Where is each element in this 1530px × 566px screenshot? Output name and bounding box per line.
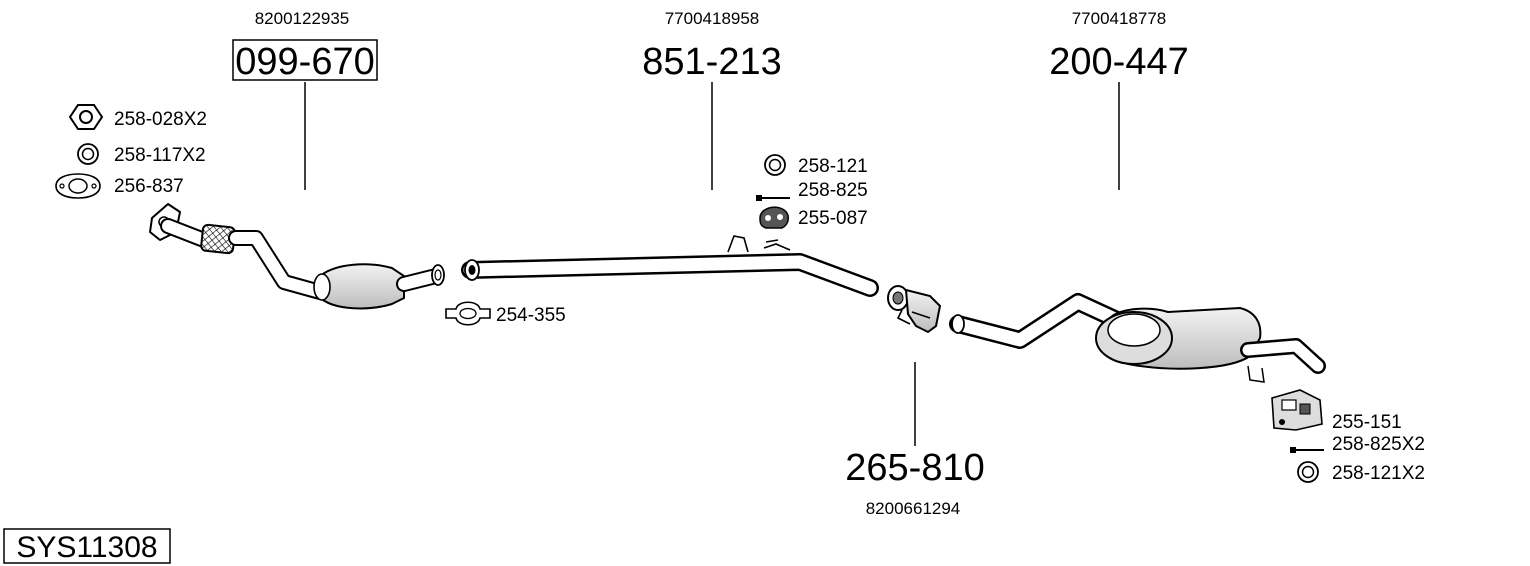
rear-silencer bbox=[949, 293, 1326, 383]
accessory-code: 258-121X2 bbox=[1332, 463, 1425, 484]
accessory-code: 255-087 bbox=[798, 208, 868, 229]
accessory-code: 258-121 bbox=[798, 156, 868, 177]
bolt-icon bbox=[1290, 447, 1324, 453]
pipe-clamp-icon bbox=[445, 301, 491, 326]
hanger-bracket bbox=[727, 235, 749, 253]
part-number-rear: 200-447 bbox=[1049, 41, 1188, 83]
assembly-front-label: 8200122935 099-670 bbox=[232, 9, 378, 190]
clamp-accessory: 254-355 bbox=[445, 301, 566, 326]
ring-gasket-icon bbox=[1297, 461, 1319, 483]
catalytic-converter bbox=[313, 263, 405, 310]
accessory-code: 258-825 bbox=[798, 180, 868, 201]
middle-accessories: 258-121 258-825 255-087 bbox=[756, 154, 868, 229]
part-number-box bbox=[232, 39, 378, 81]
accessory-code: 258-028X2 bbox=[114, 109, 207, 130]
oem-number-connector: 8200661294 bbox=[866, 499, 961, 518]
system-code: SYS11308 bbox=[16, 531, 157, 564]
accessory-code: 255-151 bbox=[1332, 412, 1402, 433]
ring-gasket-icon bbox=[77, 143, 99, 165]
part-number-connector: 265-810 bbox=[845, 447, 984, 489]
flange-gasket-icon bbox=[55, 173, 101, 199]
oem-number-middle: 7700418958 bbox=[665, 9, 760, 28]
assembly-connector-label: 265-810 8200661294 bbox=[845, 362, 985, 518]
front-pipe-catalyst bbox=[149, 203, 445, 310]
accessory-code: 258-825X2 bbox=[1332, 434, 1425, 455]
rubber-hanger-icon bbox=[759, 206, 789, 229]
accessory-code: 258-117X2 bbox=[114, 145, 206, 166]
connector-pipe bbox=[887, 285, 942, 334]
ring-gasket-icon bbox=[764, 154, 786, 176]
accessory-code: 254-355 bbox=[496, 305, 566, 326]
front-accessories: 258-028X2 258-117X2 256-837 bbox=[55, 104, 207, 199]
part-number-middle: 851-213 bbox=[642, 41, 781, 83]
rubber-hanger-icon bbox=[1271, 389, 1323, 431]
assembly-middle-label: 7700418958 851-213 bbox=[642, 9, 782, 190]
middle-pipe bbox=[461, 235, 879, 297]
part-number-front: 099-670 bbox=[235, 41, 374, 83]
bolt-icon bbox=[756, 195, 790, 201]
system-code-box: SYS11308 bbox=[3, 528, 171, 564]
rear-accessories: 255-151 258-825X2 258-121X2 bbox=[1271, 389, 1425, 484]
hex-nut-icon bbox=[68, 104, 104, 130]
accessory-code: 256-837 bbox=[114, 176, 184, 197]
oem-number-rear: 7700418778 bbox=[1072, 9, 1167, 28]
oem-number-front: 8200122935 bbox=[255, 9, 350, 28]
assembly-rear-label: 7700418778 200-447 bbox=[1049, 9, 1189, 190]
